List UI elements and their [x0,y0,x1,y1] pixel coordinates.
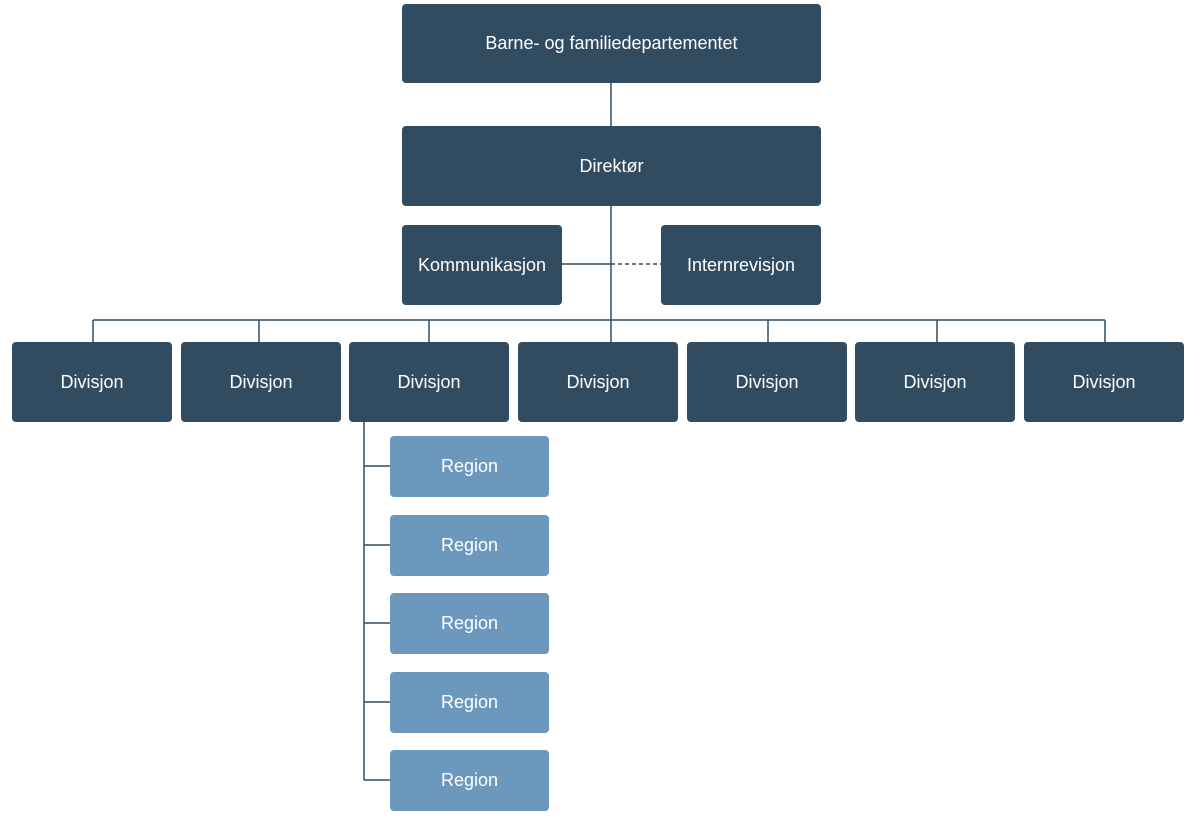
region-label: Region [440,613,499,633]
region-label: Region [440,770,499,790]
region-box: Region [390,593,549,654]
region-box: Region [390,515,549,576]
internal-audit-box: Internrevisjon [661,225,821,305]
division-box: Divisjon [1024,342,1184,422]
division-box: Divisjon [12,342,172,422]
communication-box: Kommunikasjon [402,225,562,305]
ministry-label: Barne- og familiedepartementet [485,33,738,53]
ministry-box: Barne- og familiedepartementet [402,4,821,83]
division-box: Divisjon [855,342,1015,422]
region-label: Region [440,535,499,555]
region-box: Region [390,436,549,497]
division-box: Divisjon [349,342,509,422]
division-label: Divisjon [397,371,461,392]
region-box: Region [390,672,549,733]
division-label: Divisjon [735,371,799,392]
region-label: Region [440,692,499,712]
director-label: Direktør [579,155,644,176]
division-label: Divisjon [903,371,967,392]
division-box: Divisjon [518,342,678,422]
division-box: Divisjon [687,342,847,422]
division-label: Divisjon [566,371,630,392]
director-box: Direktør [402,126,821,206]
region-label: Region [440,456,499,476]
region-box: Region [390,750,549,811]
division-label: Divisjon [60,371,124,392]
communication-label: Kommunikasjon [417,254,547,275]
division-box: Divisjon [181,342,341,422]
internal-audit-label: Internrevisjon [686,254,796,275]
division-label: Divisjon [1072,371,1136,392]
division-label: Divisjon [229,371,293,392]
